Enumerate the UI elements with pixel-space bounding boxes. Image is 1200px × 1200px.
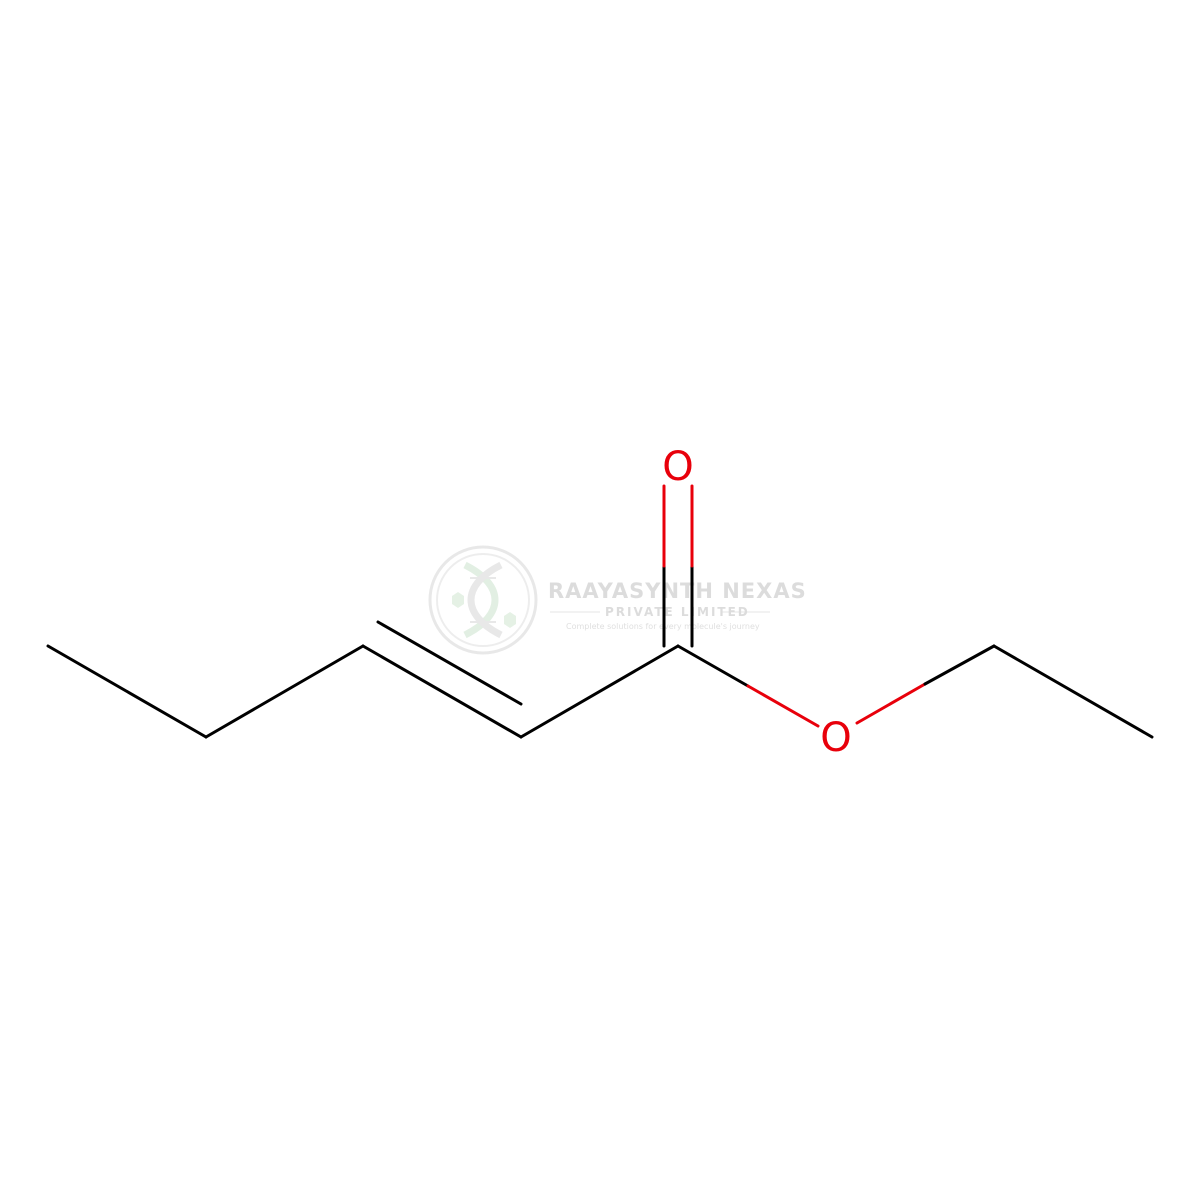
watermark-company-subtitle: PRIVATE LIMITED [605,605,750,619]
bond-c3-c4-double-outer [361,644,523,739]
bond-c2-c3 [204,644,365,739]
bonds [46,484,1154,739]
dna-helix-logo-icon [428,545,538,655]
atom-labels: O O [662,444,851,761]
atom-label-ester-oxygen: O [820,715,851,761]
bond-c5-o-single-black [676,644,750,688]
bond-o-c6-black [923,644,996,686]
atom-label-carbonyl-oxygen: O [662,444,693,490]
bond-o-c6-red [855,682,927,725]
bond-c5-o-single-red [746,684,820,728]
bond-c6-c7 [992,644,1154,739]
bond-c4-c5 [519,644,680,739]
watermark-company-name: RAAYASYNTH NEXAS [548,579,807,603]
bond-c3-c4-double-inner [376,620,523,706]
watermark: RAAYASYNTH NEXAS PRIVATE LIMITED Complet… [428,545,807,655]
bond-c1-c2 [46,644,208,739]
